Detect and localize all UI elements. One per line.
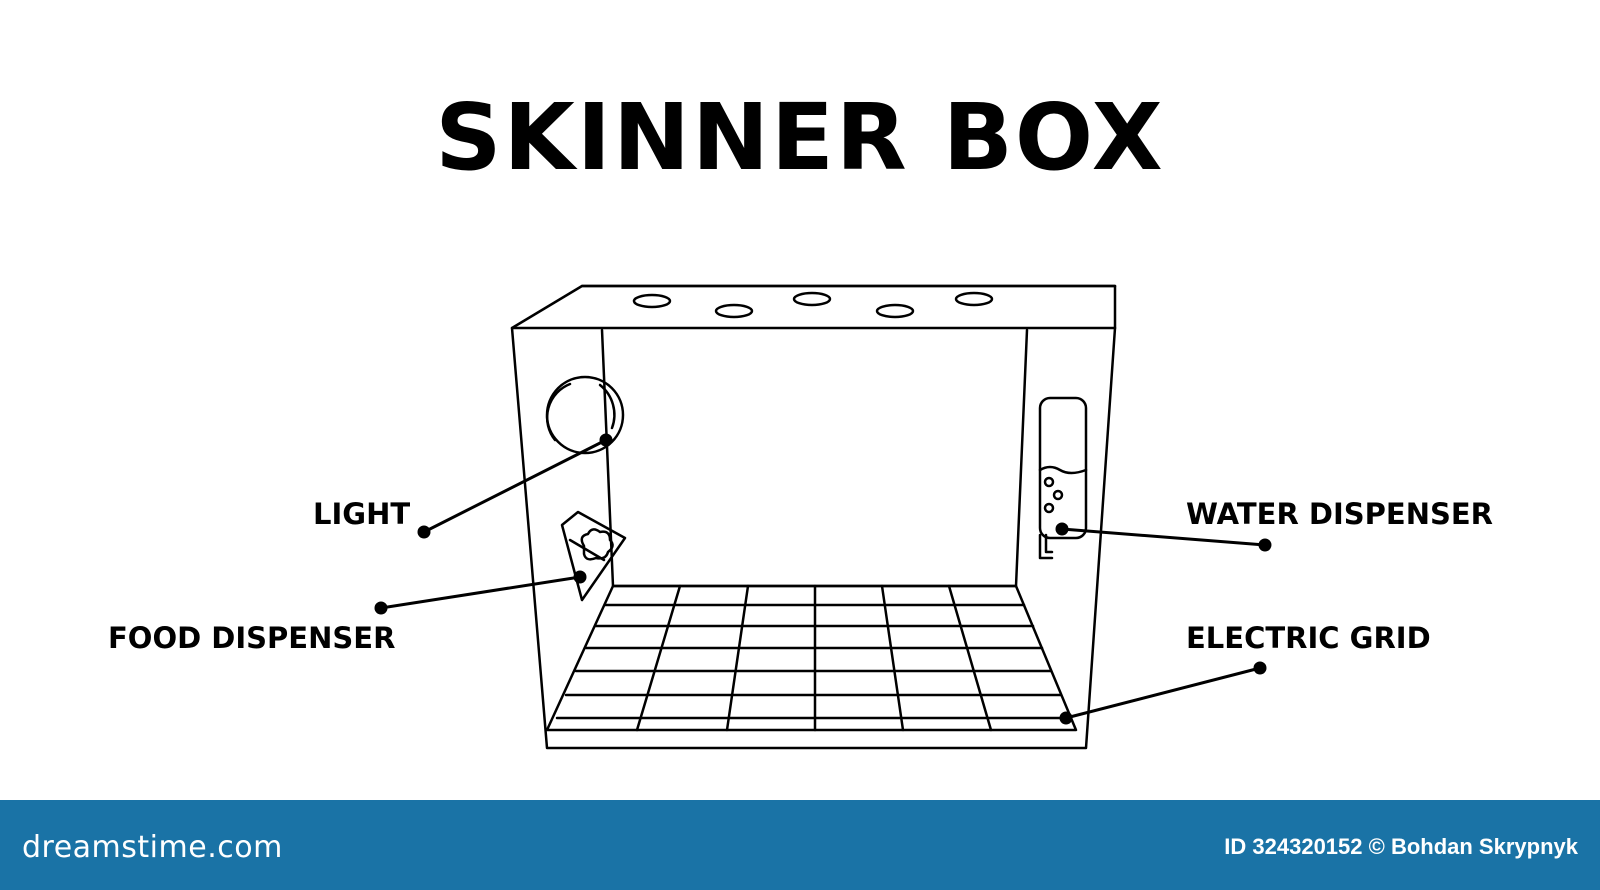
image-credit: ID 324320152 © Bohdan Skrypnyk (1224, 834, 1578, 859)
top-hole (792, 291, 832, 307)
electric-grid-leader (1064, 666, 1262, 720)
top-hole (632, 293, 672, 309)
water-dispenser (1038, 396, 1088, 540)
brand-logo: dreamstime.com (22, 830, 283, 865)
top-hole (714, 303, 754, 319)
skinner-box-diagram (374, 284, 1272, 750)
back-wall (600, 328, 1029, 588)
label-light: LIGHT (313, 497, 411, 531)
footer-bar: dreamstime.com ID 324320152 © Bohdan Skr… (0, 800, 1600, 890)
top-hole (875, 303, 915, 319)
label-food-dispenser: FOOD DISPENSER (108, 621, 396, 655)
food-dispenser-leader (379, 575, 582, 610)
page-title: SKINNER BOX (435, 84, 1165, 191)
label-water-dispenser: WATER DISPENSER (1186, 497, 1494, 531)
light-leader (422, 438, 608, 534)
electric-grid-floor (545, 584, 1078, 732)
top-hole (954, 291, 994, 307)
water-dispenser-leader (1060, 527, 1267, 547)
label-electric-grid: ELECTRIC GRID (1186, 621, 1431, 655)
